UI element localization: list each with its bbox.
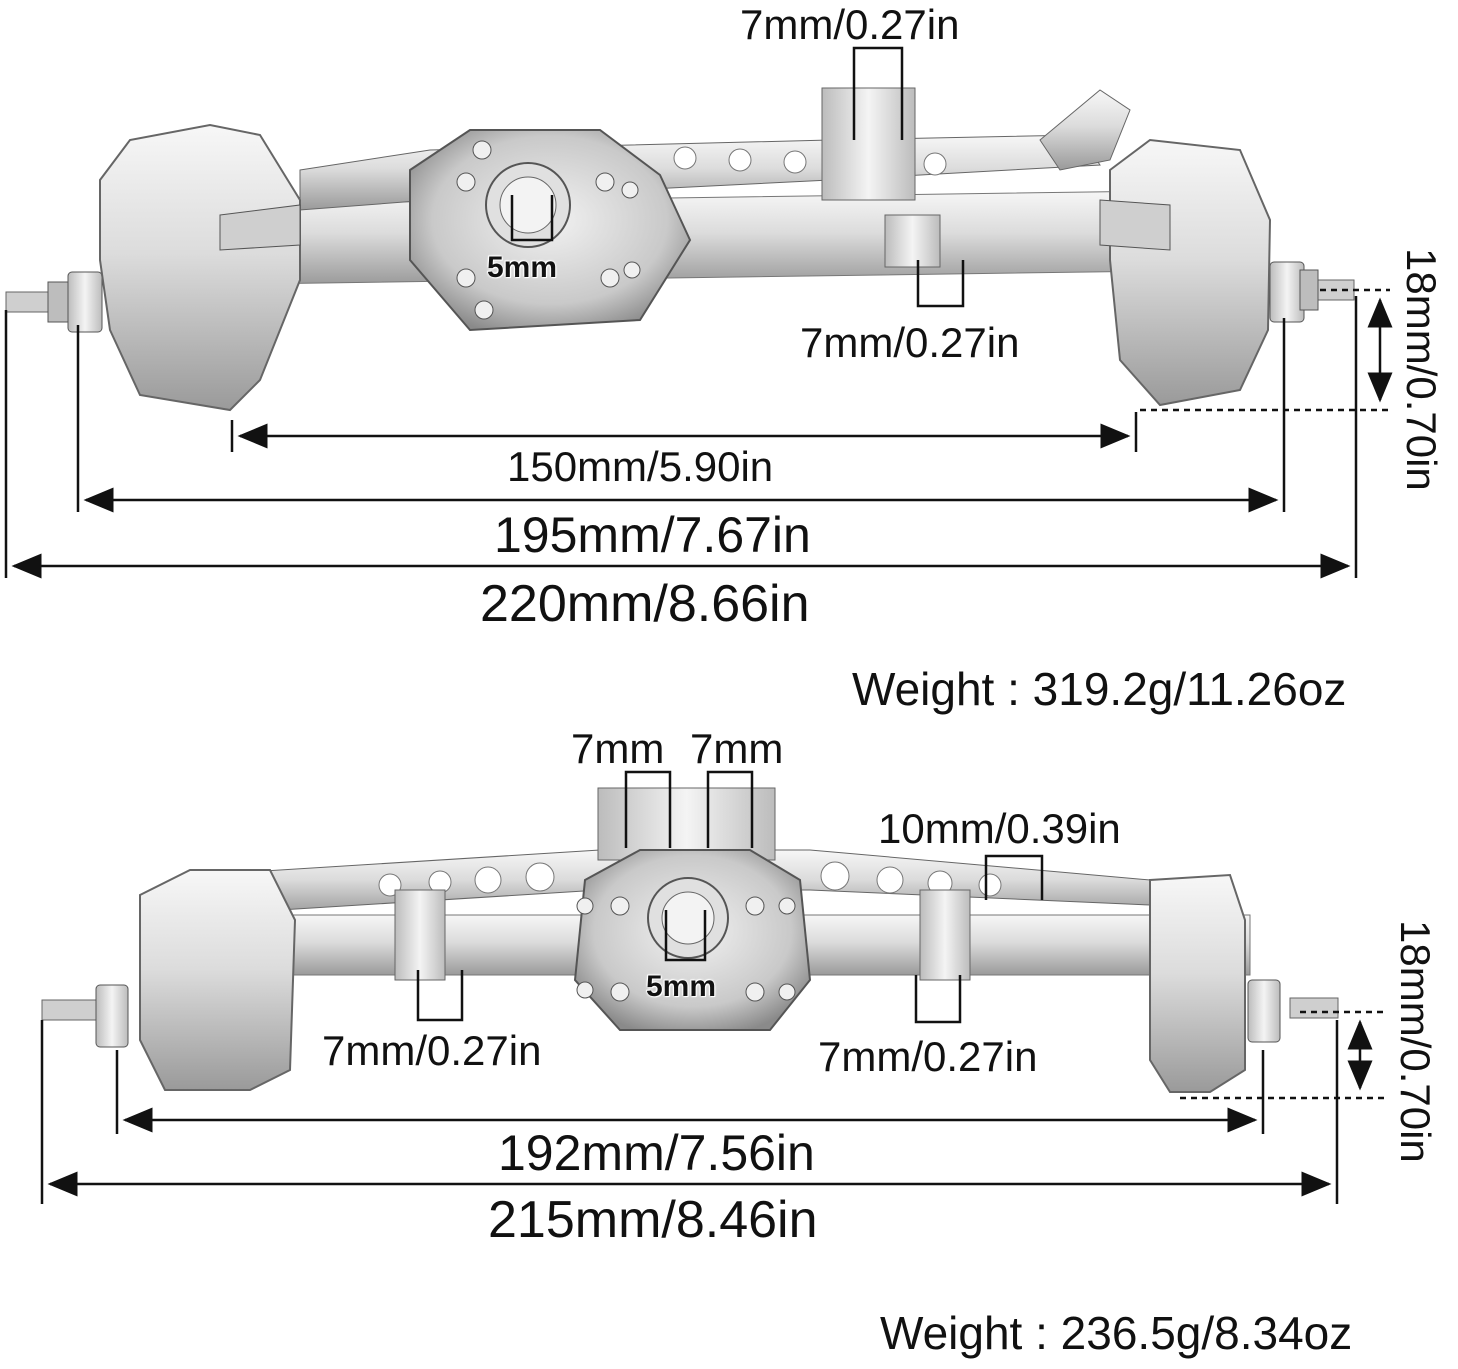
rear-top-mount-left-label: 7mm — [571, 725, 665, 772]
front-axle-illustration — [5, 87, 1355, 412]
rear-lower-mount-right-label: 7mm/0.27in — [818, 1033, 1038, 1080]
rear-dimension-callouts — [416, 770, 1044, 1024]
rear-hex-width-label: 192mm/7.56in — [498, 1125, 815, 1181]
front-top-mount-label: 7mm/0.27in — [740, 1, 960, 48]
rear-height-label: 18mm/0.70in — [1392, 920, 1439, 1163]
front-dimension-callouts — [510, 46, 965, 308]
rear-axle-illustration — [41, 787, 1339, 1093]
rear-weight-label: Weight : 236.5g/8.34oz — [880, 1307, 1353, 1359]
front-dimension-lines — [4, 288, 1393, 579]
rear-overall-width-label: 215mm/8.46in — [488, 1191, 818, 1249]
front-overall-width-label: 220mm/8.66in — [480, 575, 810, 633]
front-hex-width-label: 195mm/7.67in — [494, 507, 811, 563]
front-height-label: 18mm/0.70in — [1398, 248, 1445, 491]
front-inner-width-label: 150mm/5.90in — [507, 443, 774, 490]
rear-link-mount-label: 10mm/0.39in — [878, 805, 1121, 852]
rear-top-mount-right-label: 7mm — [690, 725, 784, 772]
front-lower-mount-label: 7mm/0.27in — [800, 319, 1020, 366]
rear-dimension-lines — [40, 1010, 1388, 1204]
rear-lower-mount-left-label: 7mm/0.27in — [322, 1027, 542, 1074]
front-weight-label: Weight : 319.2g/11.26oz — [852, 663, 1347, 715]
front-pinion-label: 5mm — [487, 251, 558, 284]
rear-pinion-label: 5mm — [646, 970, 717, 1003]
